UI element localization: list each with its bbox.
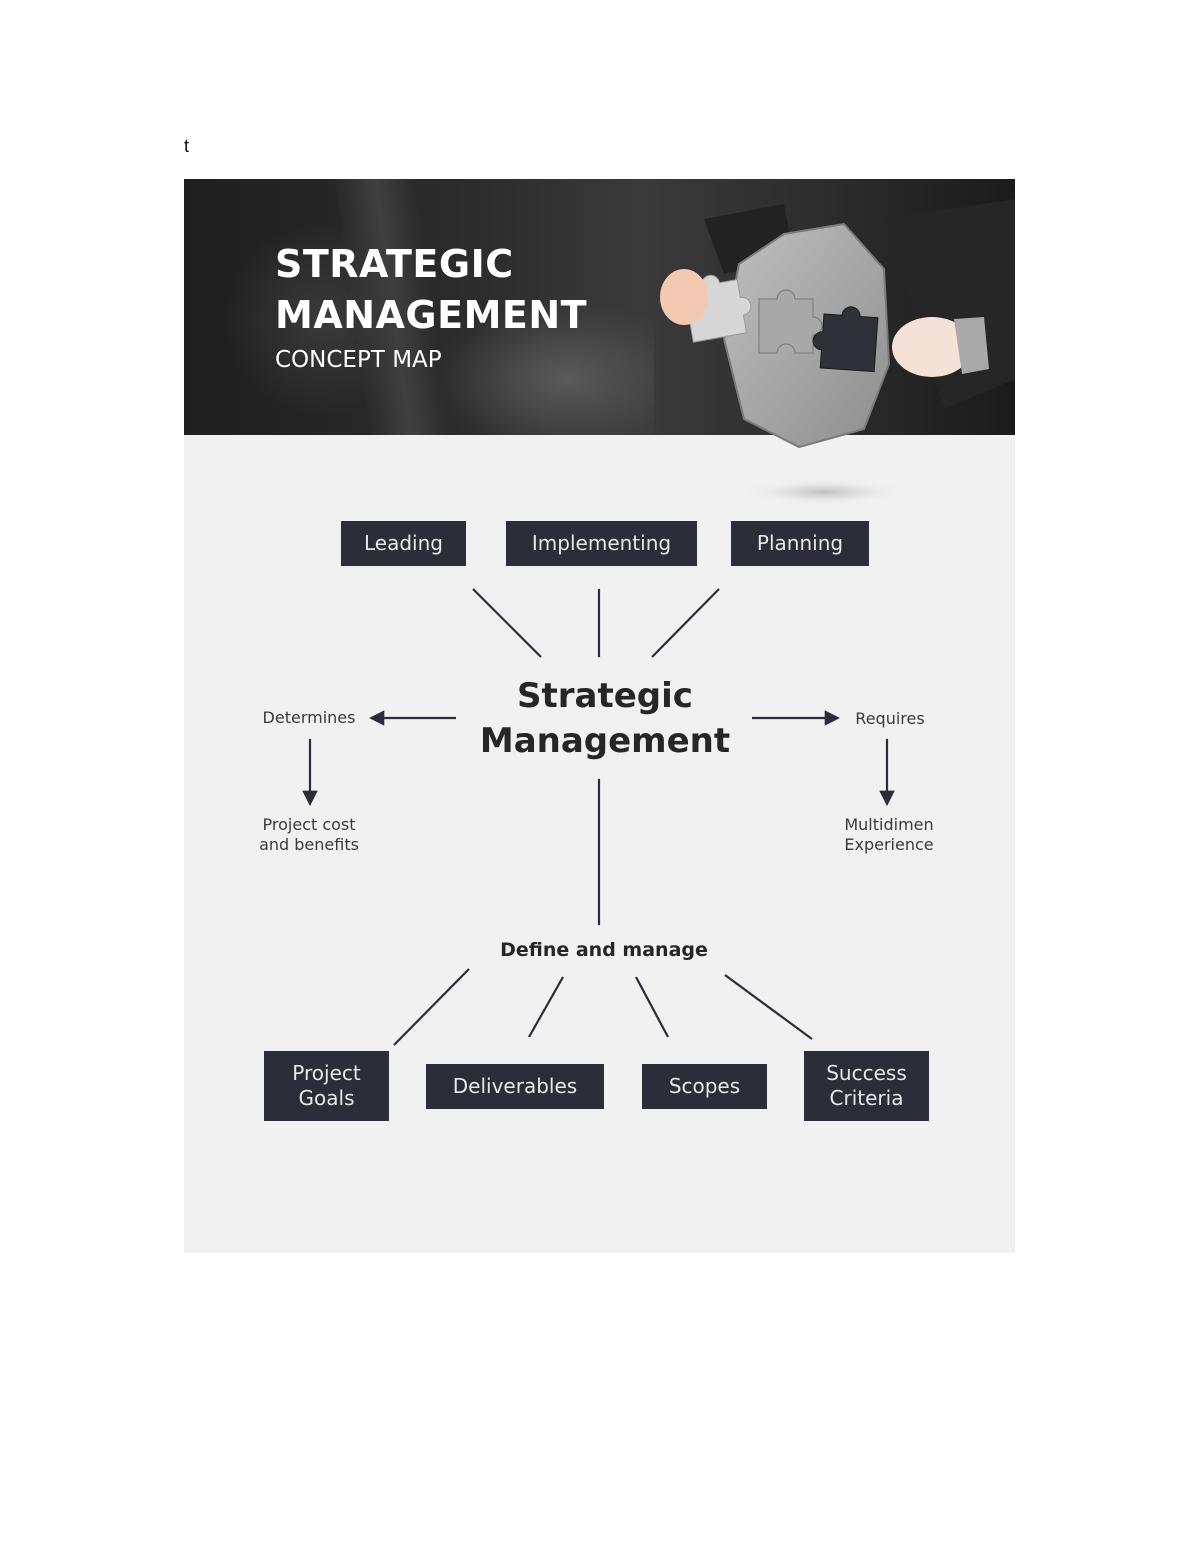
label-multidimen: Multidimen Experience (814, 815, 964, 855)
node-leading: Leading (341, 521, 466, 566)
connector-deliverables (528, 976, 564, 1038)
node-implementing: Implementing (506, 521, 697, 566)
label-determines: Determines (262, 708, 356, 727)
connector-project-goals (393, 968, 470, 1046)
banner-subtitle: CONCEPT MAP (275, 347, 442, 373)
banner-background-shape (224, 219, 424, 419)
connector-lines (302, 588, 895, 1046)
concept-map-poster: STRATEGIC MANAGEMENT CONCEPT MAP (184, 179, 1015, 1253)
connector-leading (472, 588, 542, 658)
label-project-cost-line2: and benefits (259, 835, 359, 854)
node-project-goals-line2: Goals (298, 1086, 355, 1110)
node-scopes: Scopes (642, 1064, 767, 1109)
node-deliverables: Deliverables (426, 1064, 604, 1109)
node-success-criteria-line2: Criteria (829, 1086, 904, 1110)
label-project-cost-line1: Project cost (262, 815, 356, 834)
connector-planning (651, 588, 720, 658)
puzzle-piece-icon (758, 289, 823, 354)
banner-background-shape (434, 299, 654, 435)
page-corner-text: t (184, 136, 190, 156)
node-project-goals: Project Goals (264, 1051, 389, 1121)
node-project-goals-line1: Project (292, 1061, 361, 1085)
illustration-shadow (739, 478, 909, 506)
center-concept: Strategic Management (450, 674, 760, 764)
label-requires: Requires (855, 709, 925, 728)
label-define-and-manage: Define and manage (500, 939, 708, 961)
label-multidimen-line1: Multidimen (844, 815, 934, 834)
banner-title-line2: MANAGEMENT (275, 293, 588, 337)
connector-scopes (635, 976, 669, 1038)
hand-shape (892, 317, 972, 377)
node-success-criteria-line1: Success (826, 1061, 907, 1085)
puzzle-piece-icon (812, 306, 879, 373)
banner-title-line1: STRATEGIC (275, 242, 514, 286)
node-planning: Planning (731, 521, 869, 566)
connector-success-criteria (724, 974, 813, 1040)
center-concept-line1: Strategic (517, 676, 693, 716)
center-concept-line2: Management (479, 720, 731, 761)
node-success-criteria: Success Criteria (804, 1051, 929, 1121)
label-multidimen-line2: Experience (844, 835, 934, 854)
hand-shape (954, 317, 989, 374)
label-project-cost: Project cost and benefits (234, 815, 384, 855)
hand-shape (660, 269, 708, 325)
puzzle-hands-illustration (660, 199, 1015, 506)
